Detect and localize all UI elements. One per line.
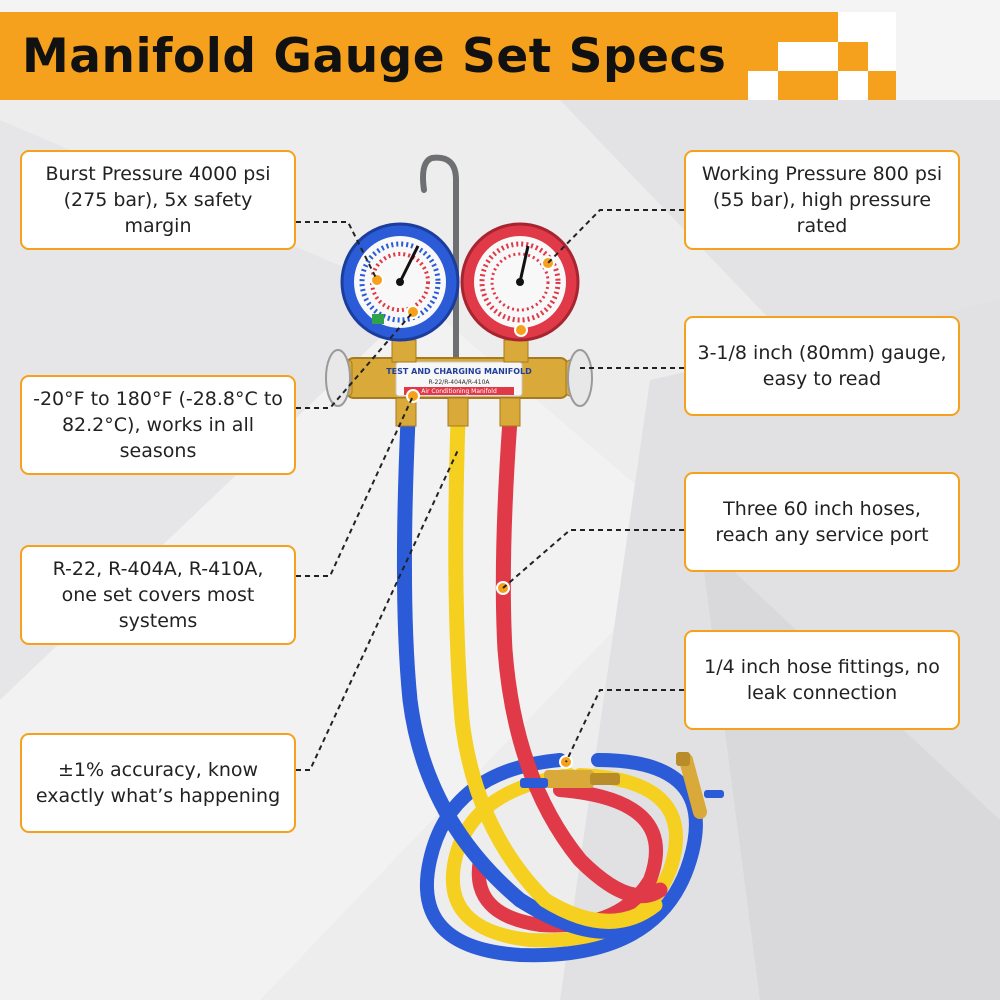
callout-burst-pressure-text: Burst Pressure 4000 psi (275 bar), 5x sa…	[45, 163, 271, 237]
callout-accuracy-text: ±1% accuracy, know exactly what’s happen…	[35, 759, 281, 807]
callout-accuracy: ±1% accuracy, know exactly what’s happen…	[20, 733, 296, 833]
page-title: Manifold Gauge Set Specs	[22, 28, 727, 84]
high-side-gauge	[460, 222, 580, 342]
low-side-hose	[396, 412, 648, 939]
manifold-refrigerants: R-22/R-404A/R-410A	[428, 379, 490, 386]
callout-fittings-text: 1/4 inch hose fittings, no leak connecti…	[704, 656, 940, 704]
utility-hose	[448, 412, 663, 929]
callout-refrigerants-text: R-22, R-404A, R-410A, one set covers mos…	[52, 558, 264, 632]
callout-fittings: 1/4 inch hose fittings, no leak connecti…	[684, 630, 960, 730]
manifold-subtitle: Air Conditioning Manifold	[421, 388, 497, 395]
callout-gauge-size-text: 3-1/8 inch (80mm) gauge, easy to read	[697, 342, 947, 390]
leader-lines	[296, 209, 684, 771]
high-side-hose	[495, 412, 668, 904]
callout-burst-pressure: Burst Pressure 4000 psi (275 bar), 5x sa…	[20, 150, 296, 250]
manifold-label: TEST AND CHARGING MANIFOLD	[386, 367, 532, 376]
callout-working-pressure: Working Pressure 800 psi (55 bar), high …	[684, 150, 960, 250]
callout-hoses: Three 60 inch hoses, reach any service p…	[684, 472, 960, 572]
callout-refrigerants: R-22, R-404A, R-410A, one set covers mos…	[20, 545, 296, 645]
callout-hoses-text: Three 60 inch hoses, reach any service p…	[715, 498, 929, 546]
callout-gauge-size: 3-1/8 inch (80mm) gauge, easy to read	[684, 316, 960, 416]
low-side-gauge	[340, 222, 460, 342]
hanging-hook	[420, 154, 459, 363]
hose-end-fittings	[520, 752, 724, 819]
callout-working-pressure-text: Working Pressure 800 psi (55 bar), high …	[701, 163, 943, 237]
checker-decoration	[746, 12, 896, 100]
callout-temperature-range-text: -20°F to 180°F (-28.8°C to 82.2°C), work…	[33, 388, 283, 462]
title-banner: Manifold Gauge Set Specs	[0, 12, 832, 100]
callout-temperature-range: -20°F to 180°F (-28.8°C to 82.2°C), work…	[20, 375, 296, 475]
manifold-body: TEST AND CHARGING MANIFOLD R-22/R-404A/R…	[325, 339, 593, 427]
